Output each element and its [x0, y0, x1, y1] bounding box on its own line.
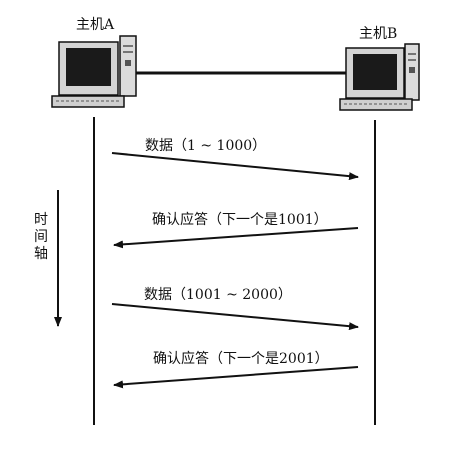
message-arrow-4 — [113, 366, 359, 389]
time-axis-char: 轴 — [34, 246, 48, 262]
message-label-4: 确认应答（下一个是2001） — [153, 351, 329, 367]
host-a-label: 主机A — [76, 17, 115, 33]
message-arrow-1 — [111, 152, 359, 181]
message-arrow-2 — [113, 227, 359, 249]
time-axis-char: 时 — [34, 212, 48, 228]
time-axis-label: 时 间 轴 — [33, 212, 49, 263]
host-b-label: 主机B — [359, 26, 398, 42]
time-axis-char: 间 — [34, 229, 48, 245]
message-arrow-3 — [111, 303, 359, 331]
message-label-2: 确认应答（下一个是1001） — [152, 212, 328, 228]
message-label-3: 数据（1001 ~ 2000） — [144, 287, 292, 303]
host-b-computer-icon — [339, 43, 420, 111]
host-a-computer-icon — [51, 35, 137, 108]
message-label-1: 数据（1 ~ 1000） — [145, 138, 267, 154]
